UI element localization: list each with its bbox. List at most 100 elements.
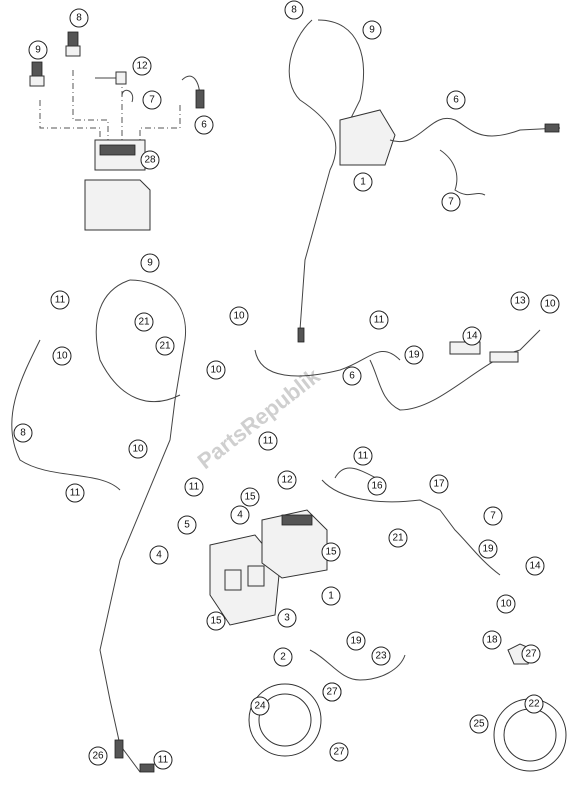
callout-16: 16 (367, 476, 387, 496)
callout-circle (230, 505, 250, 525)
callout-circle (446, 90, 466, 110)
callout-circle (284, 0, 304, 20)
callout-circle (52, 346, 72, 366)
callout-number: 11 (374, 315, 385, 326)
callout-number: 15 (210, 616, 222, 627)
callout-number: 15 (244, 492, 256, 503)
callout-circle (525, 556, 545, 576)
callout-number: 28 (144, 155, 156, 166)
callout-number: 18 (486, 635, 498, 646)
callout-21: 21 (388, 528, 408, 548)
callout-number: 9 (369, 25, 375, 36)
callout-6: 6 (194, 115, 214, 135)
callout-3: 3 (277, 608, 297, 628)
callout-6: 6 (342, 366, 362, 386)
callout-9: 9 (28, 40, 48, 60)
callout-number: 9 (35, 45, 41, 56)
callout-circle (88, 746, 108, 766)
watermark-text: PartsRepublik (193, 363, 326, 474)
callout-21: 21 (134, 312, 154, 332)
callout-circle (240, 487, 260, 507)
callout-number: 25 (473, 719, 485, 730)
callout-circle (322, 682, 342, 702)
callout-4: 4 (230, 505, 250, 525)
callout-circle (353, 172, 373, 192)
callout-10: 10 (229, 306, 249, 326)
callout-11: 11 (369, 310, 389, 330)
callout-circle (65, 483, 85, 503)
callout-12: 12 (132, 56, 152, 76)
callout-circle (342, 366, 362, 386)
callout-circle (177, 515, 197, 535)
callout-4: 4 (149, 545, 169, 565)
callout-26: 26 (88, 746, 108, 766)
callout-number: 8 (20, 428, 26, 439)
callout-11: 11 (65, 483, 85, 503)
callout-circle (194, 115, 214, 135)
callout-number: 14 (529, 561, 541, 572)
abs-unit-assembly (209, 509, 328, 626)
callout-number: 27 (525, 649, 537, 660)
callout-layer: 8912762889617911102121810101110116191413… (13, 0, 560, 770)
callout-circle (510, 291, 530, 311)
callout-2: 2 (273, 647, 293, 667)
callout-17: 17 (429, 474, 449, 494)
callout-number: 23 (375, 651, 387, 662)
callout-number: 6 (349, 371, 355, 382)
callout-number: 3 (284, 613, 290, 624)
callout-circle (140, 150, 160, 170)
callout-number: 27 (326, 687, 338, 698)
callout-number: 11 (55, 295, 66, 306)
callout-8: 8 (284, 0, 304, 20)
callout-circle (149, 545, 169, 565)
callout-number: 10 (210, 365, 222, 376)
callout-circle (206, 611, 226, 631)
callout-22: 22 (524, 694, 544, 714)
callout-circle (277, 470, 297, 490)
callout-7: 7 (142, 90, 162, 110)
callout-circle (329, 742, 349, 762)
middle-brake-line (254, 329, 541, 411)
callout-number: 11 (158, 755, 169, 766)
callout-1: 1 (353, 172, 373, 192)
callout-11: 11 (153, 750, 173, 770)
callout-circle (258, 431, 278, 451)
callout-number: 12 (136, 61, 148, 72)
callout-number: 21 (159, 341, 171, 352)
callout-8: 8 (13, 423, 33, 443)
callout-24: 24 (250, 696, 270, 716)
callout-circle (134, 312, 154, 332)
callout-15: 15 (321, 542, 341, 562)
long-brake-line (11, 279, 187, 773)
callout-number: 11 (263, 436, 274, 447)
callout-27: 27 (329, 742, 349, 762)
callout-number: 9 (147, 258, 153, 269)
callout-number: 7 (490, 511, 496, 522)
callout-11: 11 (353, 446, 373, 466)
callout-circle (441, 192, 461, 212)
callout-number: 7 (448, 197, 454, 208)
callout-number: 6 (201, 120, 207, 131)
callout-12: 12 (277, 470, 297, 490)
callout-circle (496, 594, 516, 614)
callout-number: 27 (333, 747, 345, 758)
callout-9: 9 (362, 20, 382, 40)
callout-number: 17 (433, 479, 445, 490)
callout-number: 7 (149, 95, 155, 106)
callout-10: 10 (52, 346, 72, 366)
callout-circle (132, 56, 152, 76)
callout-number: 2 (280, 652, 286, 663)
callout-circle (369, 310, 389, 330)
callout-number: 4 (237, 510, 243, 521)
callout-number: 5 (184, 520, 190, 531)
callout-circle (250, 696, 270, 716)
callout-11: 11 (184, 477, 204, 497)
callout-circle (353, 446, 373, 466)
upper-brake-line-group (288, 19, 561, 343)
callout-number: 4 (156, 550, 162, 561)
callout-19: 19 (478, 539, 498, 559)
callout-circle (321, 586, 341, 606)
callout-circle (429, 474, 449, 494)
callout-10: 10 (496, 594, 516, 614)
